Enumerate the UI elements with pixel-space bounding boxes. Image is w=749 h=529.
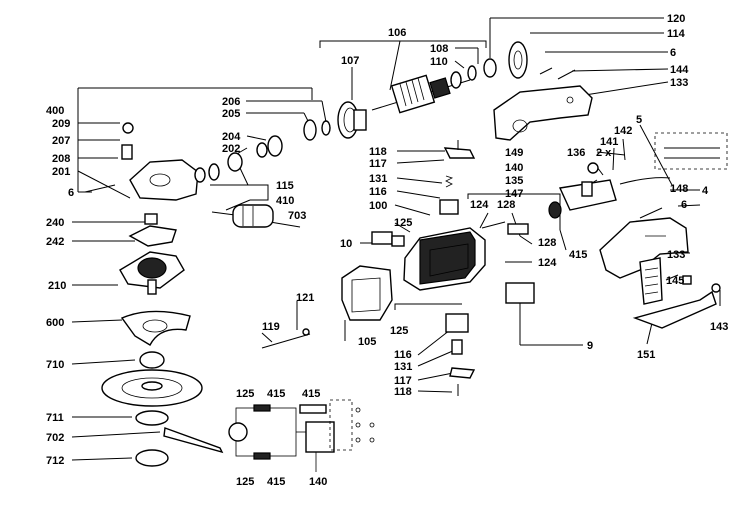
label-207: 207 bbox=[52, 135, 70, 147]
label-128: 128 bbox=[497, 199, 515, 211]
leader-lines bbox=[71, 17, 721, 461]
label-205: 205 bbox=[222, 108, 240, 120]
label-151: 151 bbox=[637, 349, 655, 361]
bearing-part bbox=[483, 58, 497, 78]
label-121: 121 bbox=[296, 292, 314, 304]
label-600: 600 bbox=[46, 317, 64, 329]
label-4: 4 bbox=[702, 185, 709, 197]
label-410: 410 bbox=[276, 195, 294, 207]
label-135: 135 bbox=[505, 175, 523, 187]
label-6: 6 bbox=[670, 47, 676, 59]
spanner-part bbox=[163, 427, 224, 454]
wheel-guard-part bbox=[120, 310, 191, 346]
label-140: 140 bbox=[505, 162, 523, 174]
label-108: 108 bbox=[430, 43, 448, 55]
wiring-schematic bbox=[228, 399, 375, 472]
label-117: 117 bbox=[369, 158, 387, 170]
label-116: 116 bbox=[394, 349, 412, 361]
label-242: 242 bbox=[46, 236, 64, 248]
gear-housing-part bbox=[121, 119, 331, 201]
label-712: 712 bbox=[46, 455, 64, 467]
label-149: 149 bbox=[505, 147, 523, 159]
label-710: 710 bbox=[46, 359, 64, 371]
label-144: 144 bbox=[670, 64, 689, 76]
label-133: 133 bbox=[670, 77, 688, 89]
label-117: 117 bbox=[394, 375, 412, 387]
label-120: 120 bbox=[667, 13, 685, 25]
label-142: 142 bbox=[614, 125, 632, 137]
label-125: 125 bbox=[236, 388, 254, 400]
label-703: 703 bbox=[288, 210, 306, 222]
label-110: 110 bbox=[430, 56, 448, 68]
label-125: 125 bbox=[236, 476, 254, 488]
label-116: 116 bbox=[369, 186, 387, 198]
spindle-flange-part bbox=[108, 251, 185, 295]
label-415: 415 bbox=[302, 388, 320, 400]
label-202: 202 bbox=[222, 143, 240, 155]
motor-housing-part bbox=[403, 227, 486, 291]
label-133: 133 bbox=[667, 249, 685, 261]
label-400: 400 bbox=[46, 105, 64, 117]
label-2x: 2 x bbox=[596, 147, 612, 159]
label-114: 114 bbox=[667, 28, 686, 40]
label-106: 106 bbox=[388, 27, 406, 39]
rear-handle-part bbox=[599, 217, 689, 279]
label-107: 107 bbox=[341, 55, 359, 67]
label-6: 6 bbox=[68, 187, 74, 199]
bearing-part bbox=[467, 65, 477, 81]
side-handle-part bbox=[211, 204, 274, 228]
label-147: 147 bbox=[505, 188, 523, 200]
label-136: 136 bbox=[567, 147, 585, 159]
label-711: 711 bbox=[46, 412, 64, 424]
label-210: 210 bbox=[48, 280, 66, 292]
label-206: 206 bbox=[222, 96, 240, 108]
label-140: 140 bbox=[309, 476, 327, 488]
lock-nut-part bbox=[135, 410, 169, 426]
label-141: 141 bbox=[600, 136, 618, 148]
part-labels: 106 107 108 110 120 114 6 144 133 400 20… bbox=[46, 13, 728, 488]
label-115: 115 bbox=[276, 180, 294, 192]
grinding-wheel-part bbox=[101, 369, 203, 407]
label-125: 125 bbox=[390, 325, 408, 337]
label-118: 118 bbox=[394, 386, 412, 398]
flange-part bbox=[139, 351, 165, 369]
label-124: 124 bbox=[470, 199, 489, 211]
label-145: 145 bbox=[666, 275, 684, 287]
label-5: 5 bbox=[636, 114, 642, 126]
label-131: 131 bbox=[394, 361, 412, 373]
stator-part bbox=[341, 265, 393, 321]
label-100: 100 bbox=[369, 200, 387, 212]
parts bbox=[84, 41, 728, 467]
label-9: 9 bbox=[587, 340, 593, 352]
label-702: 702 bbox=[46, 432, 64, 444]
label-240: 240 bbox=[46, 217, 64, 229]
label-415: 415 bbox=[569, 249, 587, 261]
label-415: 415 bbox=[267, 388, 285, 400]
label-128: 128 bbox=[538, 237, 556, 249]
motor-housing-part bbox=[493, 85, 593, 141]
label-105: 105 bbox=[358, 336, 376, 348]
label-143: 143 bbox=[710, 321, 728, 333]
fan-part bbox=[508, 41, 528, 79]
label-119: 119 bbox=[262, 321, 280, 333]
label-415: 415 bbox=[267, 476, 285, 488]
label-148: 148 bbox=[670, 183, 688, 195]
switch-assembly-part bbox=[548, 162, 617, 219]
gear-part bbox=[337, 101, 367, 139]
label-124: 124 bbox=[538, 257, 557, 269]
label-201: 201 bbox=[52, 166, 70, 178]
label-118: 118 bbox=[369, 146, 387, 158]
label-204: 204 bbox=[222, 131, 241, 143]
label-125: 125 bbox=[394, 217, 412, 229]
label-209: 209 bbox=[52, 118, 70, 130]
label-131: 131 bbox=[369, 173, 387, 185]
label-208: 208 bbox=[52, 153, 70, 165]
label-10: 10 bbox=[340, 238, 352, 250]
quick-nut-part bbox=[135, 449, 169, 467]
armature-part bbox=[371, 71, 471, 114]
label-6: 6 bbox=[681, 199, 687, 211]
